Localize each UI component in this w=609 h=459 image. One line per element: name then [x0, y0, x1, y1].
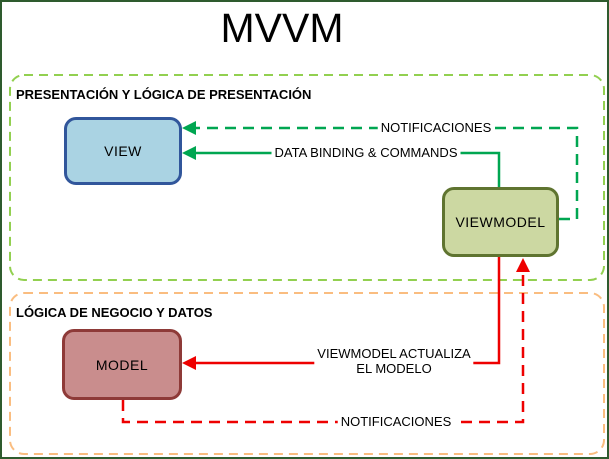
edge-notifications-bottom-label: NOTIFICACIONES: [337, 414, 455, 429]
edge-vm-updates-model-label-line1: VIEWMODEL ACTUALIZA: [317, 346, 471, 361]
presentation-section-label: PRESENTACIÓN Y LÓGICA DE PRESENTACIÓN: [16, 87, 312, 102]
edge-notifications-bottom-arrowhead-icon: [516, 258, 530, 272]
edge-vm-updates-model-label-line2: EL MODELO: [356, 361, 432, 376]
edge-vm-updates-model-arrowhead-icon: [182, 356, 196, 370]
edge-notifications-bottom-line: [121, 271, 525, 424]
business-section-box: [9, 292, 605, 455]
model-node-label: MODEL: [95, 356, 149, 373]
view-node: VIEW: [64, 117, 182, 185]
viewmodel-node: VIEWMODEL: [442, 187, 559, 257]
edge-vm-updates-model-line: [188, 257, 501, 365]
edge-notifications-top-label: NOTIFICACIONES: [377, 120, 495, 135]
edge-data-binding-arrowhead-icon: [182, 146, 196, 160]
presentation-section-box: [9, 74, 605, 281]
diagram-title: MVVM: [220, 5, 344, 51]
business-section-label: LÓGICA DE NEGOCIO Y DATOS: [16, 305, 213, 320]
viewmodel-node-label: VIEWMODEL: [455, 214, 546, 230]
model-node: MODEL: [62, 329, 182, 400]
edge-notifications-top-arrowhead-icon: [182, 121, 196, 135]
edge-vm-updates-model-label: VIEWMODEL ACTUALIZA EL MODELO: [314, 346, 474, 376]
edge-data-binding-label: DATA BINDING & COMMANDS: [271, 145, 461, 160]
edge-notifications-top-line: [188, 126, 579, 221]
view-node-label: VIEW: [104, 143, 142, 159]
